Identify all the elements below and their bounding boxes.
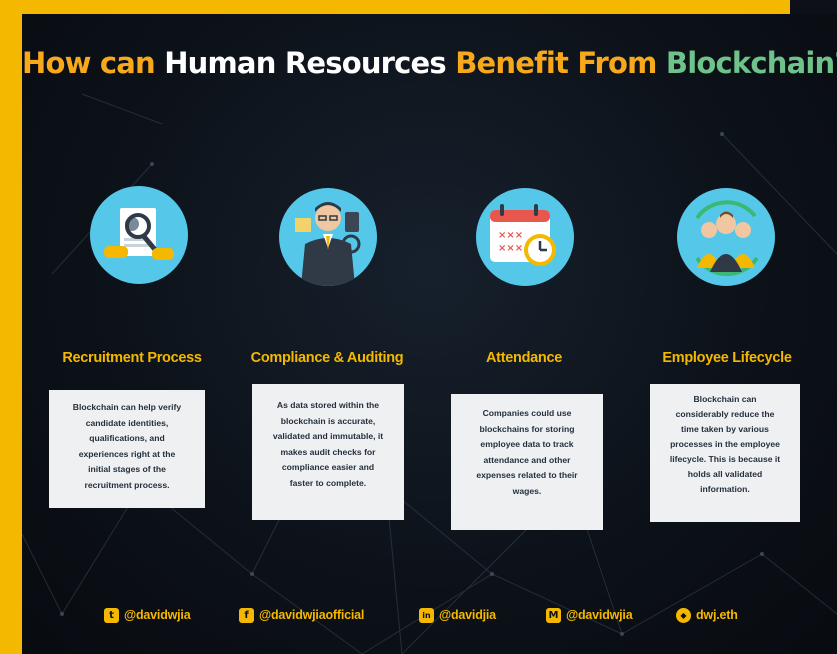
column-title: Compliance & Auditing — [250, 350, 404, 366]
social-handle: @davidwjia — [566, 608, 633, 622]
social-bar: t @davidwjia f @davidwjiaofficial in @da… — [22, 604, 837, 626]
network-background — [22, 93, 837, 654]
card-line: experiences right at the — [78, 448, 176, 459]
card-line: processes in the employee — [670, 439, 780, 449]
svg-text:×××: ××× — [498, 230, 523, 241]
title-part-2: Human Resources — [164, 46, 456, 80]
title-part-4: Blockchain? — [665, 46, 837, 80]
auditor-icon — [279, 188, 377, 286]
medium-icon: M — [546, 607, 561, 623]
card-line: expenses related to their — [476, 470, 578, 480]
card-line: Blockchain can — [693, 394, 757, 404]
svg-text:×××: ××× — [498, 243, 523, 254]
description-card: As data stored within the blockchain is … — [252, 384, 404, 520]
description-card: Blockchain can considerably reduce the t… — [650, 384, 800, 522]
card-line: considerably reduce the — [675, 409, 775, 419]
card-line: attendance and other — [483, 454, 571, 465]
card-line: recruitment process. — [84, 479, 170, 490]
social-twitter[interactable]: t @davidwjia — [104, 604, 191, 626]
card-line: makes audit checks for — [280, 446, 376, 457]
yellow-border-left — [0, 0, 22, 654]
card-line: information. — [700, 484, 750, 494]
facebook-icon: f — [239, 607, 254, 623]
column-title: Employee Lifecycle — [662, 350, 792, 366]
page-title: How can Human Resources Benefit From Blo… — [22, 46, 837, 80]
description-card: Companies could use blockchains for stor… — [451, 394, 603, 530]
card-line: validated and immutable, it — [272, 431, 384, 441]
social-linkedin[interactable]: in @davidjia — [419, 604, 496, 626]
card-line: time taken by various — [681, 424, 769, 434]
linkedin-icon: in — [419, 607, 434, 623]
card-line: qualifications, and — [89, 433, 165, 443]
social-handle: @davidjia — [439, 608, 496, 622]
card-line: blockchain is accurate, — [280, 415, 376, 426]
social-handle: @davidwjiaofficial — [259, 608, 365, 622]
card-line: candidate identities, — [85, 417, 169, 428]
card-line: faster to complete. — [289, 477, 367, 488]
card-line: Blockchain can help verify — [72, 402, 182, 412]
social-ethereum[interactable]: ◆ dwj.eth — [676, 604, 738, 626]
social-facebook[interactable]: f @davidwjiaofficial — [239, 604, 364, 626]
card-line: employee data to track — [480, 439, 574, 449]
card-line: initial stages of the — [88, 464, 166, 474]
yellow-border-top — [0, 0, 790, 14]
description-card: Blockchain can help verify candidate ide… — [49, 390, 205, 508]
social-medium[interactable]: M @davidwjia — [546, 604, 633, 626]
social-handle: @davidwjia — [124, 608, 191, 622]
social-handle: dwj.eth — [696, 608, 738, 622]
infographic-canvas: How can Human Resources Benefit From Blo… — [22, 14, 837, 654]
title-part-1: How can — [22, 46, 165, 80]
title-part-3: Benefit From — [455, 46, 666, 80]
card-line: Companies could use — [482, 408, 572, 418]
team-cycle-icon — [677, 188, 775, 286]
column-title: Attendance — [486, 350, 562, 366]
card-line: wages. — [512, 485, 542, 496]
twitter-icon: t — [104, 607, 119, 623]
column-title: Recruitment Process — [62, 350, 202, 366]
card-line: holds all validated — [687, 469, 763, 479]
calendar-clock-icon: ××× ××× — [476, 188, 574, 286]
recruitment-icon — [90, 186, 188, 284]
ethereum-icon: ◆ — [676, 607, 691, 623]
card-line: lifecycle. This is because it — [669, 454, 781, 464]
card-line: compliance easier and — [281, 462, 375, 472]
card-line: blockchains for storing — [479, 423, 575, 434]
card-line: As data stored within the — [276, 400, 380, 410]
